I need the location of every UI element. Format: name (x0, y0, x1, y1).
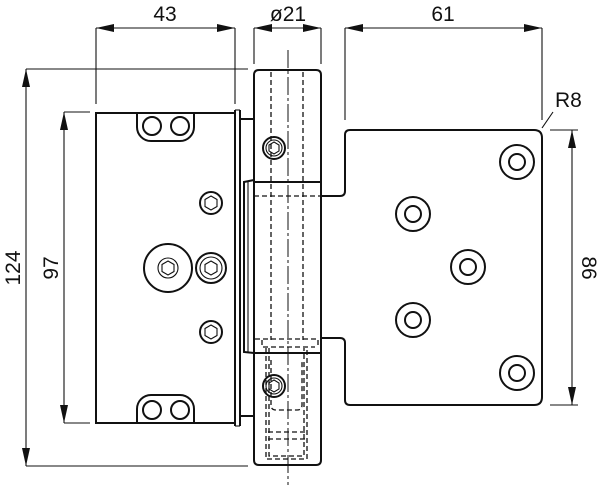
countersunk-hole-icon (395, 196, 431, 232)
dim-label-61: 61 (431, 3, 454, 26)
dim-right-leaf-height: 86 (550, 129, 600, 406)
dim-label-r8: R8 (555, 89, 582, 112)
dim-right-leaf-width: 61 (344, 3, 543, 120)
hex-screw-icon (195, 252, 227, 284)
barrel-top-hex-screw-icon (262, 136, 286, 160)
dim-left-leaf-width: 43 (95, 3, 236, 104)
adjuster-icon (143, 243, 193, 293)
left-leaf (95, 109, 254, 427)
barrel-bottom-hex-screw-icon (262, 374, 286, 398)
hole-icon (170, 116, 190, 136)
countersunk-hole-icon (395, 302, 431, 338)
right-leaf (321, 129, 543, 406)
dim-label-43: 43 (153, 3, 176, 26)
countersunk-hole-icon (450, 249, 486, 285)
countersunk-hole-icon (499, 144, 535, 180)
dim-label-86: 86 (577, 256, 600, 279)
hex-screw-icon (199, 320, 223, 344)
dim-overall-height: 124 (2, 68, 248, 467)
hole-icon (142, 116, 162, 136)
top-double-hole-tab (136, 113, 195, 142)
hole-icon (170, 400, 190, 420)
dim-left-leaf-height: 97 (40, 111, 90, 424)
hex-screw-icon (199, 191, 223, 215)
hinge-barrel (243, 50, 340, 485)
dim-label-97: 97 (40, 256, 63, 279)
dim-label-21: ø21 (270, 3, 306, 26)
dim-label-124: 124 (2, 250, 25, 285)
dim-corner-radius: R8 (541, 89, 582, 129)
bottom-double-hole-tab (136, 394, 195, 423)
hole-icon (142, 400, 162, 420)
dim-barrel-diameter: ø21 (253, 3, 322, 64)
countersunk-hole-icon (499, 355, 535, 391)
